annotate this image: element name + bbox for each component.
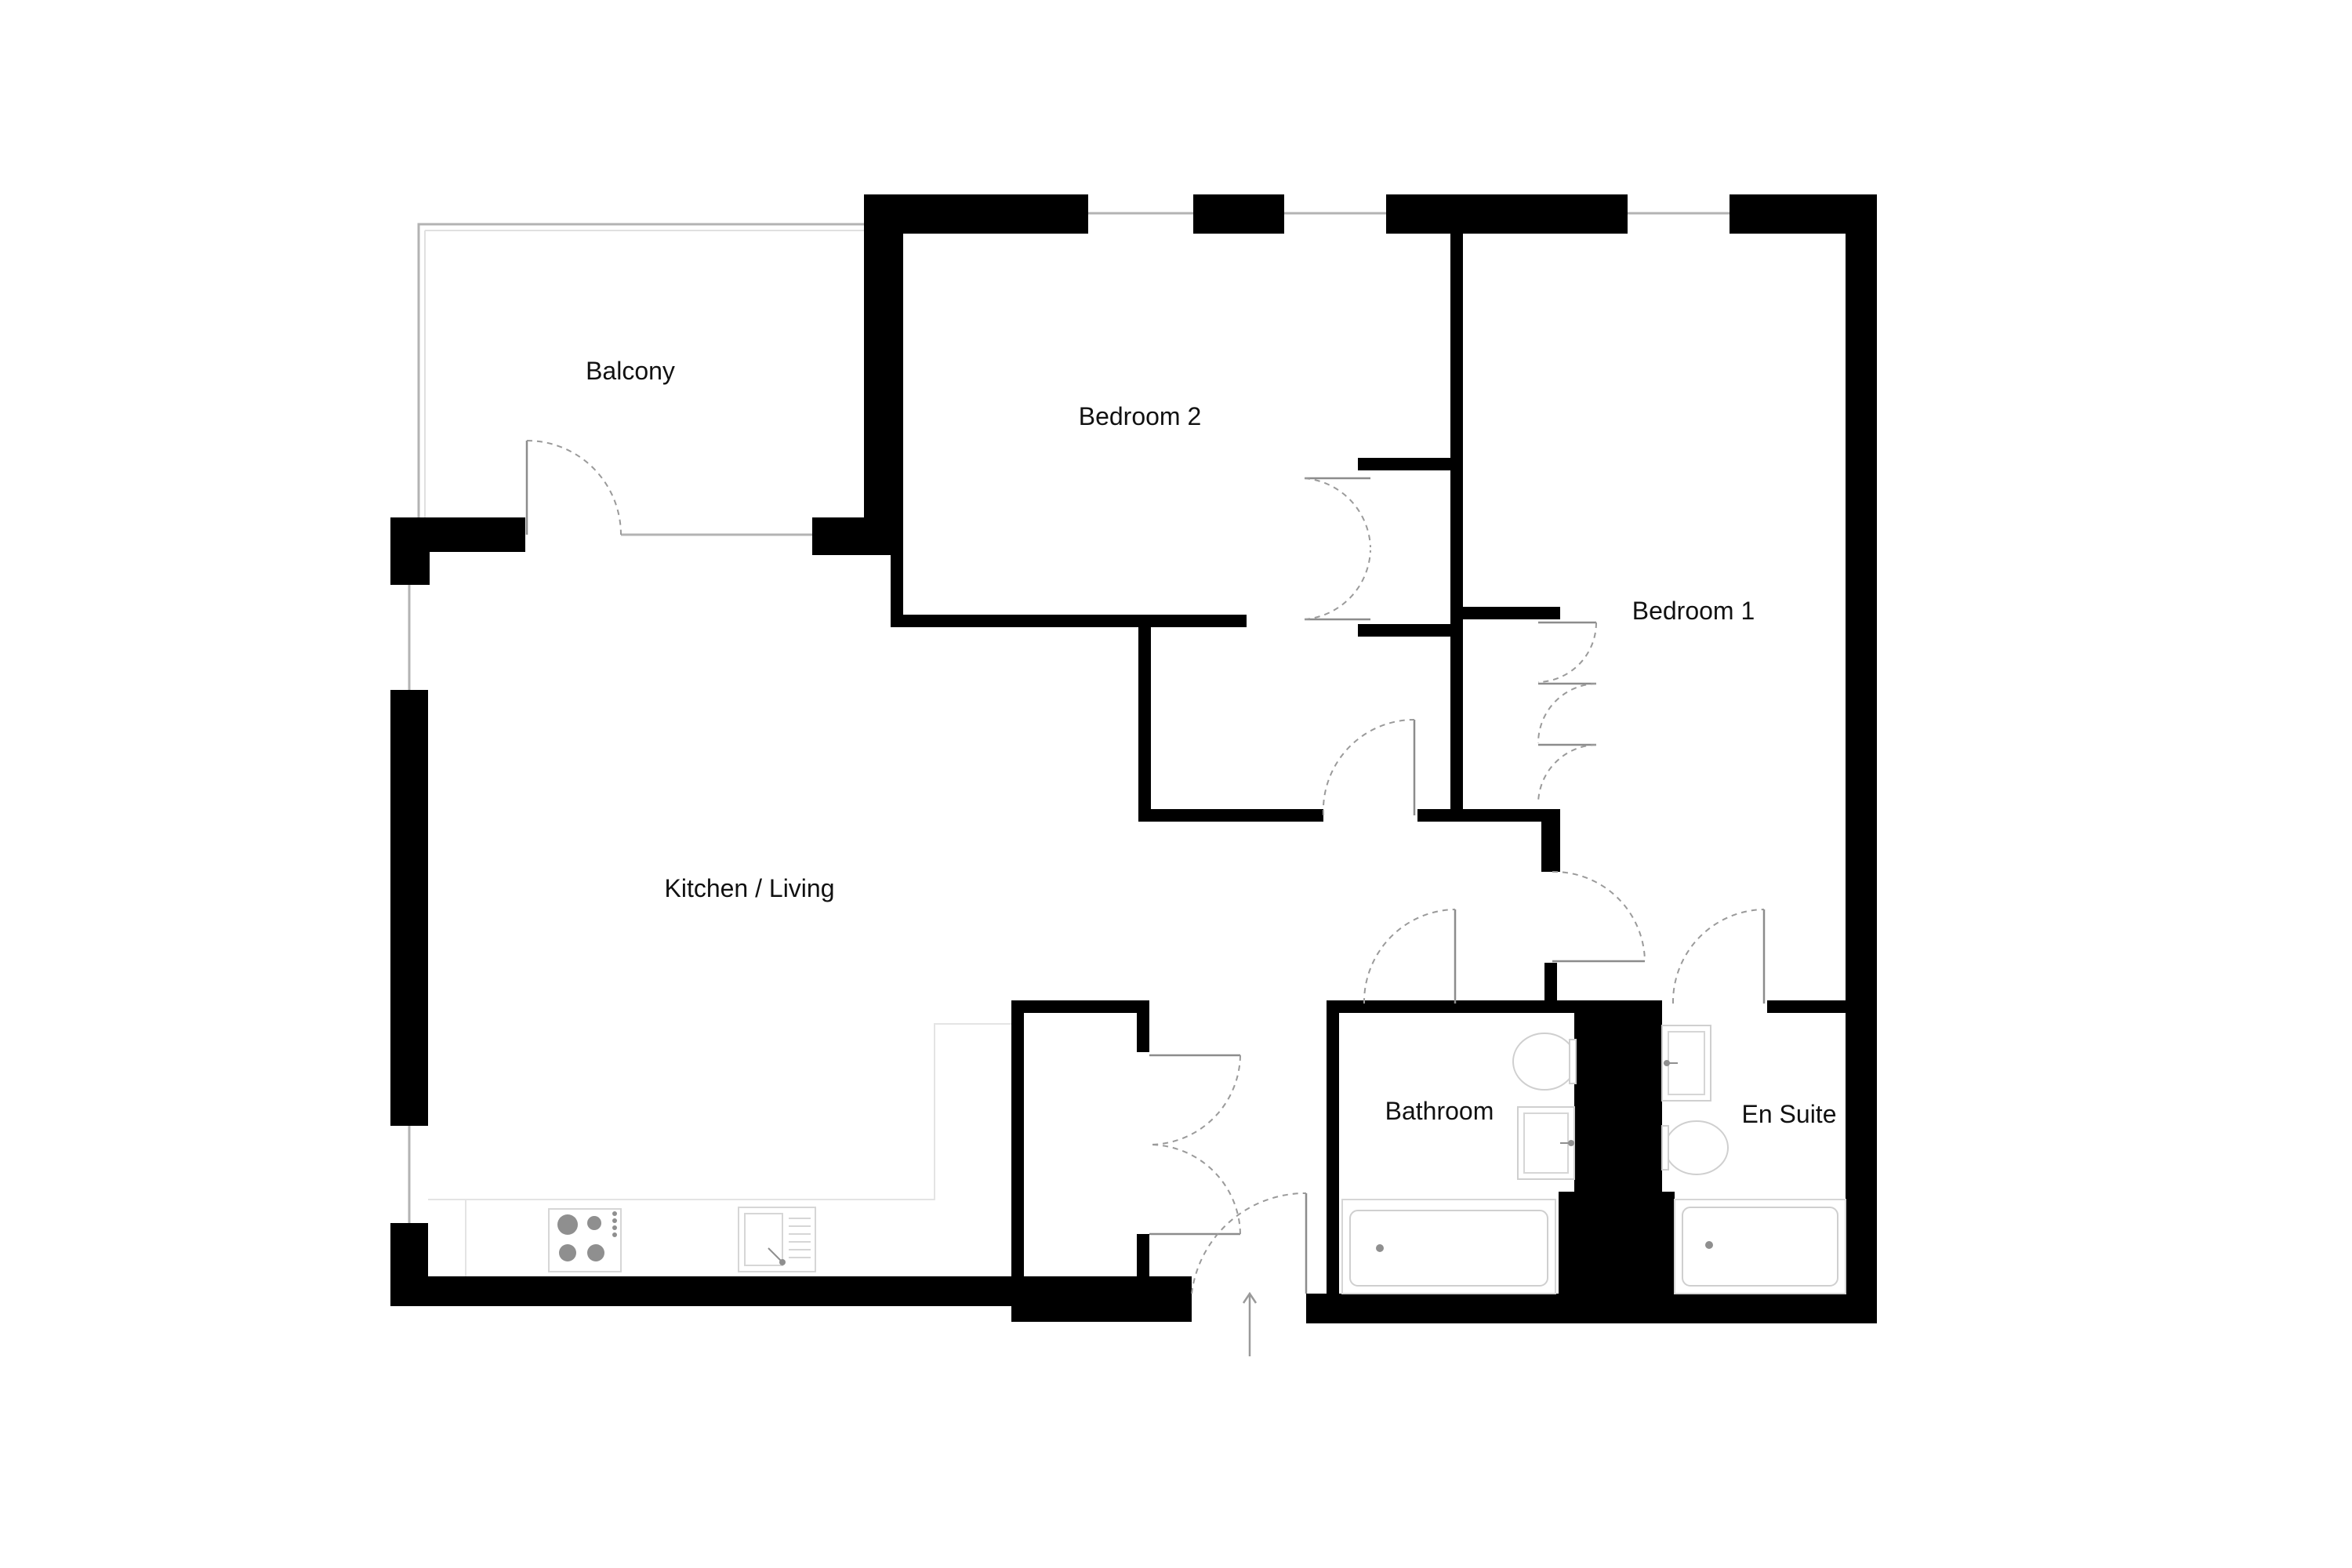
room-label-bedroom-2: Bedroom 2 [1079,402,1202,430]
riser-duct-side [1559,1192,1590,1323]
bathroom-bath-icon [1341,1199,1556,1294]
bedroom1-wardrobe-doors[interactable] [1537,621,1597,804]
wall-top-3 [1386,194,1628,234]
wall-store-right-lower [1137,1234,1149,1297]
wall-bedroom2-left [864,194,903,555]
room-label-en-suite: En Suite [1742,1100,1837,1128]
room-label-balcony: Balcony [586,357,675,385]
wall-bedroom-spine [1450,234,1463,812]
bathroom-door[interactable] [1363,909,1457,1004]
wall-bathroom-top [1327,1000,1452,1013]
bathroom-fixtures [1341,1025,1846,1294]
wall-bottom-mid [1011,1276,1192,1322]
entrance-door[interactable] [1191,1192,1308,1294]
wall-bedroom2-bottom [891,615,1247,627]
wall-corridor-left [1138,615,1151,822]
wall-corridor-bottom-2 [1417,809,1560,822]
bedroom2-wardrobe-doors[interactable] [1304,477,1371,621]
wall-wardrobe-b2-top [1358,458,1463,470]
bathroom-basin-icon [1517,1106,1575,1180]
riser-duct-side-2 [1646,1192,1675,1323]
room-label-bathroom: Bathroom [1385,1097,1494,1125]
bathroom-toilet-icon [1512,1033,1577,1091]
glazing [408,212,1730,1223]
room-labels: Balcony Bedroom 2 Bedroom 1 Kitchen / Li… [586,357,1836,1128]
wall-bedroom2-left-lower [891,541,903,627]
wall-corridor-stub [1544,963,1557,1013]
entrance-arrow-icon [1242,1291,1258,1356]
ensuite-basin-icon [1661,1025,1711,1102]
wall-balcony-right [812,517,892,555]
store-doors[interactable] [1149,1054,1241,1236]
wall-bathroom-left [1327,1000,1339,1323]
en-suite-door[interactable] [1671,909,1766,1004]
walls [390,194,1877,1323]
wall-left-main [390,690,428,1126]
wall-balcony-left-corner [390,517,430,585]
wall-store-top [1011,1000,1149,1013]
wall-store-right-upper [1137,1000,1149,1052]
ensuite-bath-icon [1674,1199,1846,1294]
wall-top-2 [1193,194,1284,234]
wall-ensuite-top [1767,1000,1846,1013]
balcony-door[interactable] [525,440,622,535]
wall-corridor-step [1541,809,1560,872]
wall-corridor-bottom [1138,809,1323,822]
hob-icon [548,1208,622,1272]
wall-wardrobe-b1-top [1463,607,1560,619]
room-label-bedroom-1: Bedroom 1 [1632,597,1755,625]
kitchen-fittings [428,1023,1011,1276]
kitchen-sink-icon [738,1207,816,1272]
wall-wardrobe-b2-bottom [1358,624,1463,637]
bedroom1-door[interactable] [1552,870,1646,963]
balcony-balustrade [417,223,870,517]
wall-store-left [1011,1000,1024,1322]
wall-right [1846,194,1877,1323]
bedroom2-door[interactable] [1322,718,1416,816]
ensuite-toilet-icon [1661,1120,1729,1175]
doors [525,440,1766,1294]
kitchen-counter [465,1023,1011,1276]
room-label-kitchen-living: Kitchen / Living [664,874,834,902]
